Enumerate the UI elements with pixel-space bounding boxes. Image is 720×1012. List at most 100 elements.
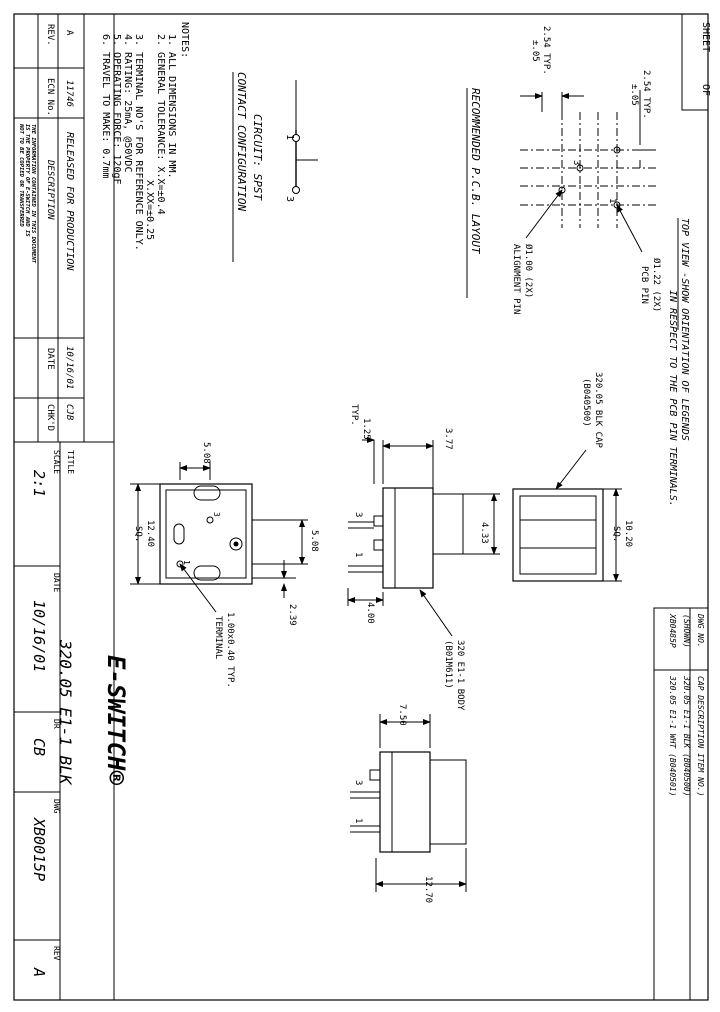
dim-125: 1.25 <box>361 418 371 440</box>
alignment-text: ALIGNMENT PIN <box>511 244 521 314</box>
circuit-label: CIRCUIT: SPST <box>251 114 264 201</box>
title-label: TITLE <box>66 450 75 474</box>
pcb-pin-dim: Ø1.22 (2X) <box>651 258 662 312</box>
bottom-pin-1: 1 <box>182 560 191 565</box>
dwg-label: DWG <box>52 799 61 814</box>
note-3: 3. TERMINAL NO'S FOR REFERENCE ONLY. <box>133 34 144 251</box>
contact-pin-1: 1 <box>284 134 295 140</box>
dim-254-b: 2.54 TYP. <box>641 70 651 119</box>
revision-table: REV. ECN No. DESCRIPTION DATE CHK'D A 11… <box>13 13 115 443</box>
cap-item-2: 320.05 E1-1 WHT (B040501) <box>668 675 677 796</box>
top-view-line-2: IN RESPECT TO THE PCB PIN TERMINALS. <box>667 290 678 507</box>
notice-line-3: NOT TO BE COPIED OR TRANSFERRED <box>18 123 24 227</box>
cap-item-1: 320.05 E1-1 BLK (B040500) <box>682 675 691 796</box>
note-2: 2. GENERAL TOLERANCE: X.X=±0.4 <box>155 34 166 215</box>
dwg-no-label: DWG NO. <box>696 613 705 648</box>
dim-400: 4.00 <box>365 602 375 624</box>
alignment-pin-2 <box>613 146 621 154</box>
dim-125-typ: TYP. <box>349 404 359 426</box>
date-label: DATE <box>52 573 61 592</box>
notes-header: NOTES: <box>179 22 190 58</box>
contact-schematic: 1 3 CIRCUIT: SPST CONTACT CONFIGURATION <box>232 72 318 262</box>
side-view: 3 1 1.25 TYP. 3.77 4.33 4.00 320 E1-1 BO… <box>347 404 500 711</box>
note-6: 6. TRAVEL TO MAKE: 0.7mm <box>100 34 111 179</box>
dim-508-a: 5.08 <box>201 442 211 464</box>
chkd-value: CJB <box>64 404 74 421</box>
contact-terminal-1 <box>292 134 300 142</box>
drawn-label: DR <box>52 719 61 729</box>
scale-value: 2:1 <box>30 470 48 497</box>
date-value-title: 10/16/01 <box>30 600 48 672</box>
shown-label: (SHOWN) <box>682 614 691 648</box>
right-side-view: 3 1 7.50 12.70 <box>350 704 467 903</box>
cap-dwg-value: XB0485P <box>668 613 677 648</box>
notes: NOTES: 1. ALL DIMENSIONS IN MM. 2. GENER… <box>100 22 190 251</box>
rev-value: A <box>64 30 74 36</box>
scale-label: SCALE <box>52 450 61 474</box>
cap-part-code: (B040500) <box>581 378 591 427</box>
cap-description-table: DWG NO. (SHOWN) XB0485P CAP DESCRIPTION … <box>653 607 709 1001</box>
body-alignment-hole <box>229 537 243 551</box>
note-4: 4. RATING: 25mA, @50VDC <box>122 34 133 172</box>
sheet-label: SHEET <box>700 22 711 52</box>
dim-254-a: 2.54 TYP. <box>541 26 551 75</box>
terminal-text: TERMINAL <box>213 616 223 659</box>
ecn-value: 11746 <box>64 80 74 107</box>
body-part-label: 320 E1-1 BODY <box>455 640 465 711</box>
dim-254-b-tol: ±.05 <box>629 84 639 106</box>
dim-1240: 12.40 <box>145 520 155 547</box>
note-5: 5. OPERATING FORCE: 120gF <box>111 34 122 185</box>
top-view-line-1: TOP VIEW -SHOW ORIENTATION OF LEGENDS <box>679 218 690 441</box>
bottom-pin-3: 3 <box>212 512 221 517</box>
pcb-pin-text: PCB PIN <box>639 266 649 304</box>
dim-1020-sq: SQ. <box>611 526 621 542</box>
chkd-header: CHK'D <box>45 404 55 431</box>
contact-terminal-3 <box>292 186 300 194</box>
notice-line-1: THE INFORMATION CONTAINED IN THIS DOCUME… <box>30 124 36 264</box>
bottom-view: 3 1 5.08 5.08 12.40 SQ. 2.39 1.00x0.40 T… <box>130 442 319 688</box>
alignment-dim: Ø1.00 (2X) <box>523 244 534 298</box>
dim-239: 2.39 <box>287 604 297 626</box>
pcb-pin-label-1: 1 <box>607 198 617 203</box>
notice-line-2: IS THE PROPERTY OF E-SWITCH AND IS <box>24 124 30 237</box>
pcb-layout-title: RECOMMENDED P.C.B. LAYOUT <box>469 88 482 255</box>
cap-outline <box>512 488 604 582</box>
side-pin-3: 3 <box>353 512 363 517</box>
sheet-block: SHEET OF <box>681 13 711 111</box>
drawn-value: CB <box>30 738 48 756</box>
pcb-pin-label-3: 3 <box>571 160 581 165</box>
dim-433: 4.33 <box>479 522 489 544</box>
company-logo: E-SWITCH® <box>102 655 130 786</box>
contact-pin-3: 3 <box>284 196 295 202</box>
dim-254-a-tol: ±.05 <box>530 40 540 62</box>
dwg-value: XB0015P <box>30 817 48 881</box>
terminal-dim: 1.00x0.40 TYP. <box>225 612 235 688</box>
date-header: DATE <box>45 348 55 370</box>
cap-view: 10.20 SQ. 320.05 BLK CAP (B040500) <box>512 372 633 582</box>
rev-header: REV. <box>45 24 55 46</box>
pcb-pin-3 <box>576 164 584 172</box>
note-1: 1. ALL DIMENSIONS IN MM. <box>166 34 177 179</box>
date-value: 10/16/01 <box>64 346 74 389</box>
description-header: DESCRIPTION <box>45 159 55 220</box>
ecn-header: ECN No. <box>45 78 55 116</box>
right-pin-1: 1 <box>353 818 363 823</box>
of-label: OF <box>700 84 711 96</box>
body-bottom <box>159 483 253 585</box>
cap-part-label: 320.05 BLK CAP <box>593 372 603 448</box>
title-block: TITLE 320.05 E1-1 BLK SCALE 2:1 DATE 10/… <box>13 441 130 1001</box>
dim-377: 3.77 <box>443 428 453 450</box>
dim-1240-sq: SQ. <box>133 526 143 542</box>
title-value: 320.05 E1-1 BLK <box>56 639 75 786</box>
dim-750: 7.50 <box>397 704 407 726</box>
rev-value-title: A <box>30 967 48 977</box>
rev-label-title: REV <box>52 946 61 961</box>
body-part-code: (B01M611) <box>443 640 453 689</box>
dim-508-b: 5.08 <box>309 530 319 552</box>
note-2b: X.XX=±0.25 <box>144 180 155 240</box>
body-right-side <box>379 751 431 853</box>
dim-1270: 12.70 <box>423 876 433 903</box>
body-side <box>382 487 434 589</box>
pcb-layout: RECOMMENDED P.C.B. LAYOUT TOP VIEW -SHOW… <box>466 26 690 507</box>
